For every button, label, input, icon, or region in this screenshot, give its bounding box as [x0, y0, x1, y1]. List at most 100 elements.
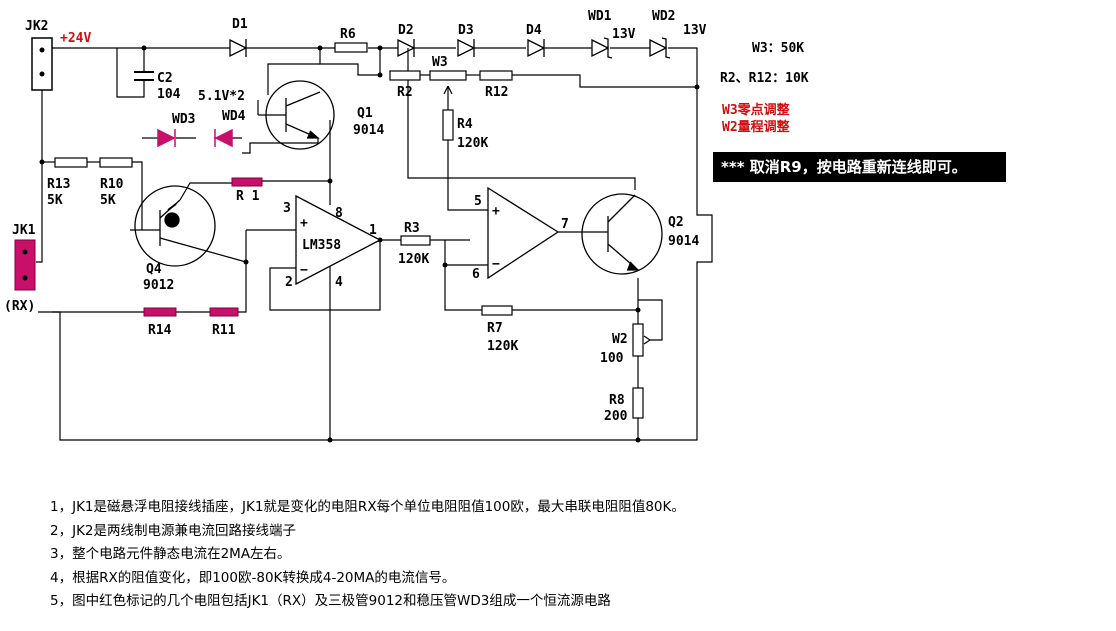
- spec-r2-r12: R2、R12：10K: [720, 71, 809, 86]
- resistor-r4: [442, 109, 454, 141]
- label-q2: Q2: [668, 215, 684, 230]
- spec-w2-adjust: W2量程调整: [722, 119, 791, 135]
- capacitor-c2: [134, 71, 154, 81]
- label-pin7: 7: [561, 217, 569, 232]
- note-2: 2，JK2是两线制电源兼电流回路接线端子: [50, 522, 297, 539]
- wires: [36, 47, 713, 441]
- label-r4: R4: [457, 117, 473, 132]
- label-r4-value: 120K: [457, 136, 488, 151]
- label-jk2: JK2: [25, 19, 48, 34]
- note-5: 5，图中红色标记的几个电阻包括JK1（RX）及三极管9012和稳压管WD3组成一…: [50, 593, 611, 609]
- label-rx: (RX): [4, 299, 35, 314]
- note-4: 4，根据RX的阻值变化，即100欧-80K转换成4-20MA的电流信号。: [50, 569, 456, 586]
- spec-w3: W3：50K: [752, 41, 804, 56]
- spec-text: W3：50K R2、R12：10K W3零点调整 W2量程调整: [720, 41, 809, 135]
- resistor-r11: [209, 307, 239, 317]
- zener-wd3: [157, 128, 176, 148]
- label-wd4: WD4: [222, 109, 246, 124]
- transistor-q2: [581, 193, 663, 275]
- label-24v: +24V: [60, 31, 91, 46]
- label-pin5: 5: [474, 194, 482, 209]
- note-1: 1，JK1是磁悬浮电阻接线插座，JK1就是变化的电阻RX每个单位电阻阻值100欧…: [50, 499, 685, 515]
- resistor-r12: [479, 70, 513, 81]
- note-3: 3，整个电路元件静态电流在2MA左右。: [50, 546, 291, 562]
- label-pin8: 8: [335, 206, 343, 221]
- label-w3: W3: [432, 55, 448, 70]
- jk1-connector: [14, 239, 36, 291]
- label-q1: Q1: [357, 106, 373, 121]
- label-r10: R10: [100, 177, 124, 192]
- label-pin4: 4: [335, 275, 343, 290]
- label-d4: D4: [526, 23, 542, 38]
- label-r13-value: 5K: [47, 193, 63, 208]
- w2-wiper-arrow: [643, 335, 651, 345]
- label-d3: D3: [458, 23, 474, 38]
- label-c2: C2: [157, 71, 173, 86]
- w3-wiper-arrow: [443, 85, 453, 95]
- component-labels: JK2 +24V JK1 (RX) D1 D2 D3 D4 WD1 13V WD…: [4, 9, 707, 424]
- resistor-r6: [334, 42, 368, 53]
- zener-wd2: [649, 37, 671, 59]
- resistor-r1: [231, 177, 263, 187]
- label-r12: R12: [485, 85, 508, 100]
- label-q1-value: 9014: [353, 123, 384, 138]
- transistor-q1: [258, 80, 335, 150]
- label-w2: W2: [612, 332, 628, 347]
- label-pin3: 3: [283, 201, 291, 216]
- note-box-r9: *** 取消R9，按电路重新连线即可。: [713, 152, 1006, 182]
- label-r8-value: 200: [604, 409, 628, 424]
- label-wd2-v: 13V: [683, 23, 707, 38]
- diode-d4: [527, 38, 546, 58]
- label-q2-value: 9014: [668, 234, 699, 249]
- resistor-r10: [99, 157, 133, 168]
- label-pin2: 2: [285, 275, 293, 290]
- label-lm358: LM358: [302, 238, 341, 253]
- label-r1: R 1: [236, 189, 260, 204]
- label-op2-minus: −: [492, 257, 500, 272]
- diode-d1: [229, 38, 248, 58]
- notes-list: 1，JK1是磁悬浮电阻接线插座，JK1就是变化的电阻RX每个单位电阻阻值100欧…: [50, 496, 1050, 614]
- op-amp-lm358-2: [487, 186, 560, 280]
- label-jk1: JK1: [12, 223, 36, 238]
- resistor-r8: [632, 387, 644, 419]
- red-resistors: [143, 177, 263, 317]
- label-d1: D1: [232, 17, 248, 32]
- label-r7: R7: [487, 321, 503, 336]
- label-w2-value: 100: [600, 351, 624, 366]
- label-zener-voltage: 5.1V*2: [198, 89, 245, 104]
- resistor-r13: [54, 157, 88, 168]
- op-amp-lm358-1: [295, 194, 382, 286]
- label-r10-value: 5K: [100, 193, 116, 208]
- label-r3: R3: [404, 221, 420, 236]
- label-r7-value: 120K: [487, 339, 518, 354]
- resistor-r3: [400, 235, 431, 246]
- label-d2: D2: [398, 23, 414, 38]
- label-r13: R13: [47, 177, 70, 192]
- label-wd1-v: 13V: [612, 27, 636, 42]
- potentiometer-w2: [632, 323, 644, 357]
- label-op1-minus: −: [300, 263, 308, 278]
- resistor-r14: [143, 307, 177, 317]
- resistors: [54, 42, 644, 419]
- label-r14: R14: [148, 323, 172, 338]
- label-r6: R6: [340, 27, 356, 42]
- label-wd2: WD2: [652, 9, 675, 24]
- jk2-connector: [31, 37, 53, 91]
- diode-d3: [457, 38, 476, 58]
- resistor-r7: [481, 305, 513, 316]
- spec-w3-adjust: W3零点调整: [722, 102, 791, 118]
- transistor-q4: [134, 185, 216, 267]
- label-op2-plus: +: [492, 204, 500, 219]
- label-pin1: 1: [369, 223, 377, 238]
- diode-d2: [397, 38, 416, 58]
- zener-wd4: [214, 128, 233, 148]
- resistor-r2: [389, 70, 421, 81]
- label-c2-value: 104: [157, 87, 181, 102]
- label-op1-plus: +: [300, 216, 308, 231]
- label-r3-value: 120K: [398, 252, 429, 267]
- label-r8: R8: [609, 393, 625, 408]
- label-r11: R11: [212, 323, 236, 338]
- label-wd3: WD3: [172, 112, 195, 127]
- zener-wd1: [591, 37, 613, 59]
